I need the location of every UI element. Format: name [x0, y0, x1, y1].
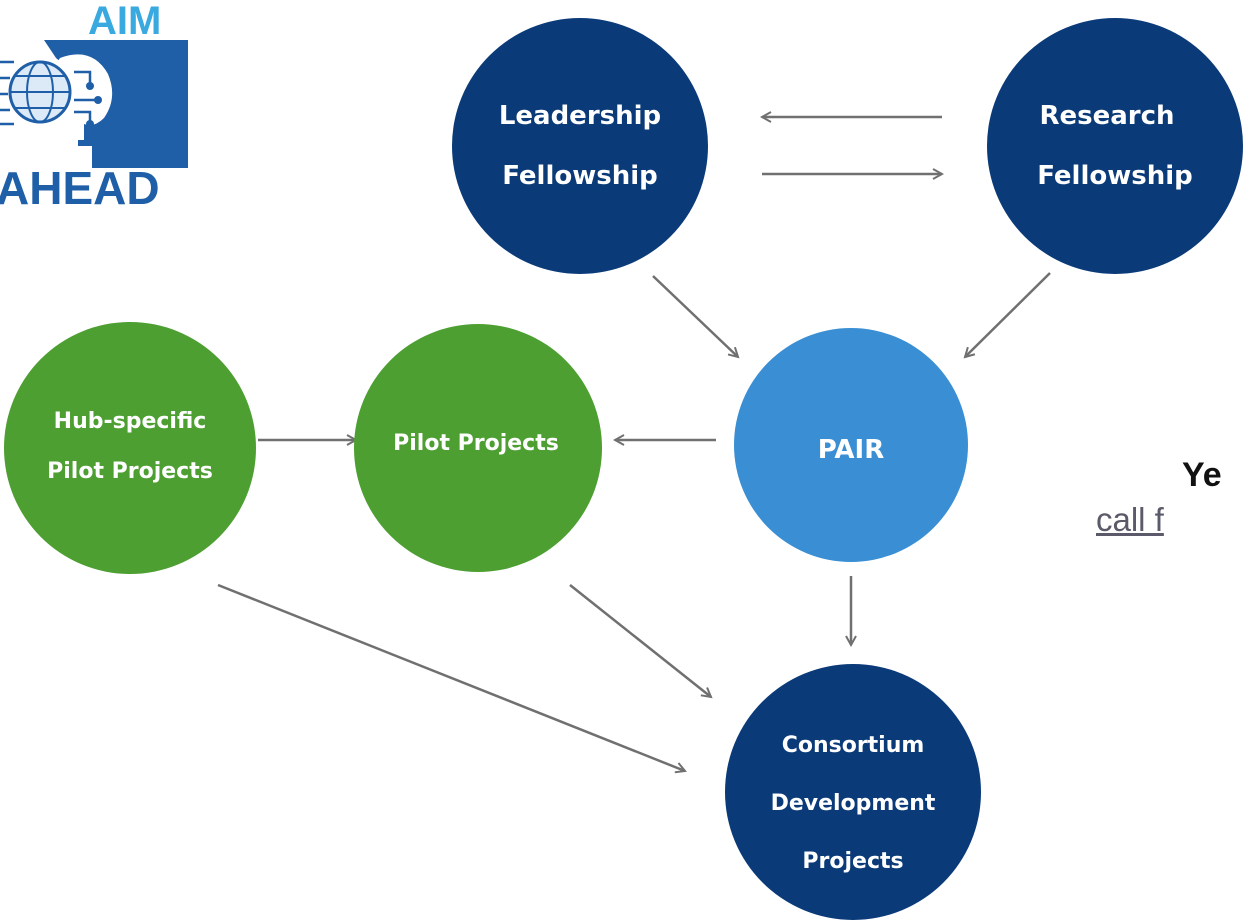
- node-label-line: Pilot Projects: [47, 459, 213, 484]
- logo-circuit-icon: [0, 60, 96, 126]
- arrow-leadership-to-pair: [652, 275, 738, 357]
- node-label-line: Development: [771, 791, 936, 816]
- node-pair: PAIR: [734, 328, 968, 562]
- arrows: [217, 117, 1051, 771]
- node-label-line: Pilot Projects: [393, 431, 559, 456]
- node-consortium-development-projects: Consortium Development Projects: [725, 664, 981, 920]
- call-for-link[interactable]: call f: [1096, 501, 1164, 538]
- arrow-research-to-pair: [965, 272, 1051, 357]
- node-label-line: Fellowship: [1037, 161, 1193, 191]
- node-pilot-projects: Pilot Projects: [354, 324, 602, 572]
- logo-circuit-nodes: [86, 82, 102, 128]
- node-research-fellowship: Research Fellowship: [987, 18, 1243, 274]
- arrow-hub-to-consortium: [217, 583, 685, 771]
- node-label-line: Research: [1039, 101, 1174, 131]
- arrow-pilot-to-consortium: [569, 584, 711, 697]
- node-label-line: Fellowship: [502, 161, 658, 191]
- logo-top-text: AIM: [88, 0, 161, 43]
- node-label-line: PAIR: [818, 435, 885, 465]
- node-label-line: Leadership: [499, 101, 661, 131]
- aim-ahead-logo: AIM AHEAD: [0, 0, 188, 214]
- node-label-line: Projects: [802, 849, 903, 874]
- node-label-line: Consortium: [782, 733, 925, 758]
- node-hub-specific-pilot-projects: Hub-specific Pilot Projects: [4, 322, 256, 574]
- side-heading: Ye: [1182, 456, 1222, 494]
- logo-globe-icon: [8, 60, 72, 124]
- node-leadership-fellowship: Leadership Fellowship: [452, 18, 708, 274]
- node-label-line: Hub-specific: [54, 409, 207, 434]
- logo-bottom-text: AHEAD: [0, 162, 160, 214]
